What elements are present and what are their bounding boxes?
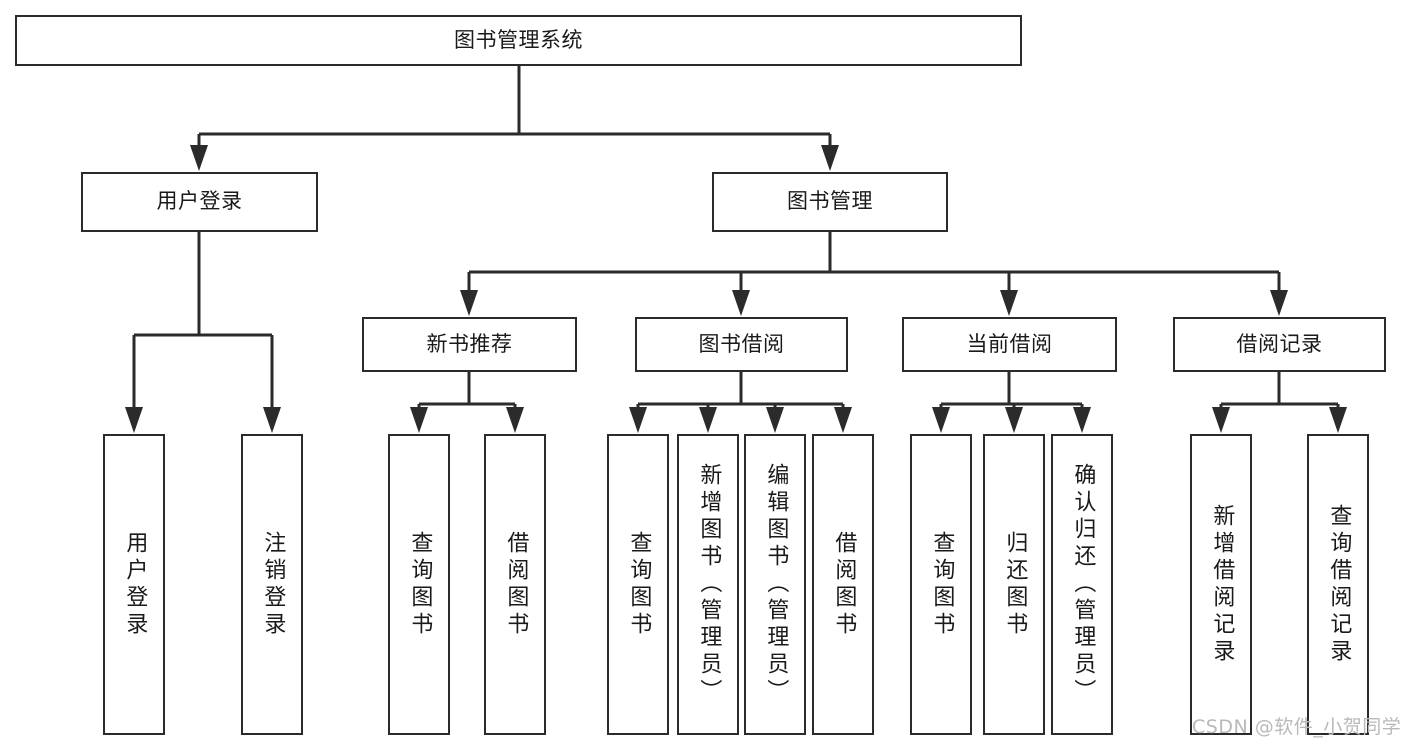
node-leaf-logout-login[interactable]: 注销登录 xyxy=(241,434,303,735)
node-leaf-user-login[interactable]: 用户登录 xyxy=(103,434,165,735)
node-leaf-borrow-book[interactable]: 借阅图书 xyxy=(812,434,874,735)
node-leaf-return-book[interactable]: 归还图书 xyxy=(983,434,1045,735)
node-leaf-add-borrow-record[interactable]: 新增借阅记录 xyxy=(1190,434,1252,735)
connector-lines xyxy=(125,66,1347,433)
node-leaf-confirm-return-admin[interactable]: 确认归还（管理员） xyxy=(1051,434,1113,735)
arrow-head-icon xyxy=(263,407,281,433)
arrow-head-icon xyxy=(699,407,717,433)
node-current-borrow[interactable]: 当前借阅 xyxy=(902,317,1117,372)
node-label-leaf-edit-book-admin: 编辑图书（管理员） xyxy=(763,463,789,706)
node-leaf-query-book-current[interactable]: 查询图书 xyxy=(910,434,972,735)
node-label-leaf-user-login: 用户登录 xyxy=(122,530,148,639)
arrow-head-icon xyxy=(732,290,750,316)
node-label-user-login: 用户登录 xyxy=(156,189,243,214)
arrow-head-icon xyxy=(1000,290,1018,316)
arrow-head-icon xyxy=(629,407,647,433)
arrow-head-icon xyxy=(410,407,428,433)
node-borrow-record[interactable]: 借阅记录 xyxy=(1173,317,1386,372)
arrow-head-icon xyxy=(1329,407,1347,433)
node-leaf-edit-book-admin[interactable]: 编辑图书（管理员） xyxy=(744,434,806,735)
node-label-leaf-borrow-book: 借阅图书 xyxy=(831,530,857,639)
arrow-head-icon xyxy=(1212,407,1230,433)
node-label-leaf-query-borrow-record: 查询借阅记录 xyxy=(1326,503,1352,666)
arrow-head-icon xyxy=(506,407,524,433)
node-label-book-management: 图书管理 xyxy=(787,189,873,214)
arrow-head-icon xyxy=(125,407,143,433)
node-label-current-borrow: 当前借阅 xyxy=(966,331,1053,356)
node-label-leaf-query-book-borrow: 查询图书 xyxy=(626,530,652,639)
arrow-head-icon xyxy=(821,145,839,171)
arrow-head-icon xyxy=(932,407,950,433)
node-label-new-book-recommend: 新书推荐 xyxy=(426,331,513,356)
node-leaf-query-borrow-record[interactable]: 查询借阅记录 xyxy=(1307,434,1369,735)
node-new-book-recommend[interactable]: 新书推荐 xyxy=(362,317,577,372)
arrow-head-icon xyxy=(834,407,852,433)
node-label-book-borrow: 图书借阅 xyxy=(698,331,785,356)
node-label-leaf-return-book: 归还图书 xyxy=(1002,530,1028,639)
arrow-head-icon xyxy=(1073,407,1091,433)
node-book-management[interactable]: 图书管理 xyxy=(712,172,948,232)
node-label-leaf-borrow-book-recommend: 借阅图书 xyxy=(503,530,529,639)
node-label-root: 图书管理系统 xyxy=(454,27,583,52)
arrow-head-icon xyxy=(460,290,478,316)
node-leaf-borrow-book-recommend[interactable]: 借阅图书 xyxy=(484,434,546,735)
node-user-login[interactable]: 用户登录 xyxy=(81,172,318,232)
node-leaf-add-book-admin[interactable]: 新增图书（管理员） xyxy=(677,434,739,735)
arrow-head-icon xyxy=(766,407,784,433)
arrow-head-icon xyxy=(1005,407,1023,433)
node-label-borrow-record: 借阅记录 xyxy=(1236,331,1323,356)
node-label-leaf-add-book-admin: 新增图书（管理员） xyxy=(696,463,722,706)
node-label-leaf-logout-login: 注销登录 xyxy=(260,530,286,639)
node-label-leaf-query-book-current: 查询图书 xyxy=(929,530,955,639)
node-label-leaf-confirm-return-admin: 确认归还（管理员） xyxy=(1070,463,1096,706)
node-label-leaf-query-book-recommend: 查询图书 xyxy=(407,530,433,639)
arrow-head-icon xyxy=(1270,290,1288,316)
node-book-borrow[interactable]: 图书借阅 xyxy=(635,317,848,372)
arrow-head-icon xyxy=(190,145,208,171)
node-root[interactable]: 图书管理系统 xyxy=(15,15,1022,66)
node-leaf-query-book-recommend[interactable]: 查询图书 xyxy=(388,434,450,735)
node-label-leaf-add-borrow-record: 新增借阅记录 xyxy=(1209,503,1235,666)
node-leaf-query-book-borrow[interactable]: 查询图书 xyxy=(607,434,669,735)
